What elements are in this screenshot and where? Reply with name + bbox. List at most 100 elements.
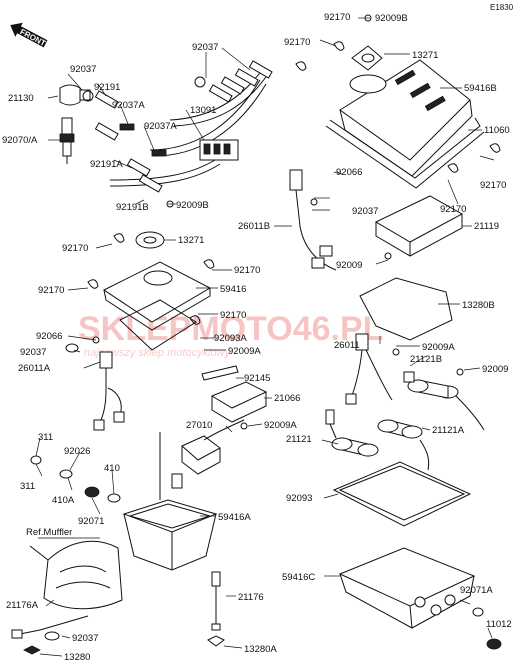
label-92009a: 92009A [422, 342, 455, 353]
label-11012: 11012 [486, 619, 512, 630]
relay-icon [159, 419, 245, 500]
label-92070a: 92070/A [2, 135, 38, 146]
regulator-icon [210, 381, 268, 423]
label-92170: 92170 [480, 180, 506, 191]
part-labels: 92170 92009B 92170 13271 92037 92037 921… [2, 12, 512, 663]
muffler-reference [29, 540, 123, 610]
label-92009a: 92009A [264, 420, 297, 431]
label-21176a: 21176A [6, 600, 39, 611]
ignition-coil [325, 409, 379, 457]
label-92093: 92093 [286, 493, 312, 504]
top-gasket-icon [351, 45, 383, 71]
label-26011a: 26011A [18, 363, 51, 374]
spark-plug-icon [59, 117, 75, 164]
label-13280b: 13280B [462, 300, 495, 311]
sensor-probe [211, 571, 221, 631]
label-26011b: 26011B [238, 221, 270, 232]
washer-icon [59, 469, 73, 479]
label-92170: 92170 [38, 285, 64, 296]
label-311: 311 [38, 432, 53, 443]
clamp-icon [189, 315, 201, 325]
label-92037: 92037 [192, 42, 218, 53]
label-13271: 13271 [178, 235, 204, 246]
label-92037: 92037 [352, 206, 378, 217]
label-27010: 27010 [186, 420, 212, 431]
label-410a: 410A [52, 495, 75, 506]
ignition-coil-a [377, 419, 430, 471]
upper-cover-icon [325, 59, 485, 189]
wire-harness-a [93, 351, 125, 431]
label-92009: 92009 [482, 364, 508, 375]
label-13271: 13271 [412, 50, 438, 61]
bracket-icon [201, 365, 239, 381]
label-59416a: 59416A [218, 512, 251, 523]
label-11060: 11060 [484, 125, 510, 136]
bolt-icon [456, 368, 464, 376]
wire-harness-b [289, 169, 337, 271]
clamp-icon [447, 163, 459, 173]
label-92037a: 92037A [144, 121, 177, 132]
bolt-icon [392, 348, 400, 356]
label-92170: 92170 [62, 243, 88, 254]
label-21121b: 21121B [410, 354, 442, 365]
label-ref-muffler: Ref.Muffler [26, 527, 72, 538]
clamp-icon [203, 259, 215, 269]
label-92037a: 92037A [112, 100, 145, 111]
label-92170: 92170 [284, 37, 310, 48]
label-410: 410 [104, 463, 120, 474]
label-26011: 26011 [334, 340, 360, 351]
grommet-icon [84, 486, 100, 498]
coil-block-icon [199, 139, 239, 161]
nut-icon [30, 455, 42, 465]
label-59416b: 59416B [464, 83, 497, 94]
wire-harness [345, 333, 415, 405]
middle-gasket-icon [119, 299, 197, 351]
bolt-icon [384, 252, 392, 260]
plate-icon [23, 645, 41, 655]
label-21066: 21066 [274, 393, 300, 404]
gasket-icon [135, 231, 165, 249]
front-arrow-icon: FRONT [10, 22, 48, 48]
lower-case-c-icon [338, 547, 476, 629]
label-92170: 92170 [324, 12, 350, 23]
collar-icon [472, 607, 484, 617]
label-92191b: 92191B [116, 202, 149, 213]
label-92071a: 92071A [460, 585, 493, 596]
label-92037: 92037 [72, 633, 98, 644]
label-92170: 92170 [220, 310, 246, 321]
label-21176: 21176 [238, 592, 264, 603]
sensor-probe-a [11, 615, 89, 639]
label-92066: 92066 [336, 167, 362, 178]
label-21121a: 21121A [432, 425, 465, 436]
collar-icon [107, 493, 121, 503]
label-92071: 92071 [78, 516, 104, 527]
label-21130: 21130 [8, 93, 34, 104]
front-label: FRONT [18, 27, 47, 48]
clamp-icon [333, 41, 345, 51]
plug-cap-icon [59, 84, 91, 106]
clamp-icon [295, 61, 307, 71]
label-92009a: 92009A [228, 346, 261, 357]
box-gasket-icon [332, 461, 472, 527]
insulator-sheet-icon [359, 277, 453, 341]
igniter-unit-icon [374, 195, 464, 257]
label-92066: 92066 [36, 331, 62, 342]
label-21119: 21119 [474, 221, 499, 232]
cable-clamps [82, 76, 206, 157]
label-92026: 92026 [64, 446, 90, 457]
label-92009b: 92009B [375, 13, 408, 24]
cable-sleeves [94, 60, 273, 193]
label-92093a: 92093A [214, 333, 247, 344]
label-59416: 59416 [220, 284, 246, 295]
leader-lines [35, 17, 495, 657]
label-92170: 92170 [234, 265, 260, 276]
clamp-icon [87, 279, 99, 289]
cap-icon [207, 635, 225, 647]
bolt-icon [310, 198, 318, 206]
ignition-coil-b [407, 379, 485, 431]
label-92170: 92170 [440, 204, 466, 215]
nut-icon [486, 638, 502, 650]
label-92009b: 92009B [176, 200, 209, 211]
bolt-icon [240, 422, 248, 430]
